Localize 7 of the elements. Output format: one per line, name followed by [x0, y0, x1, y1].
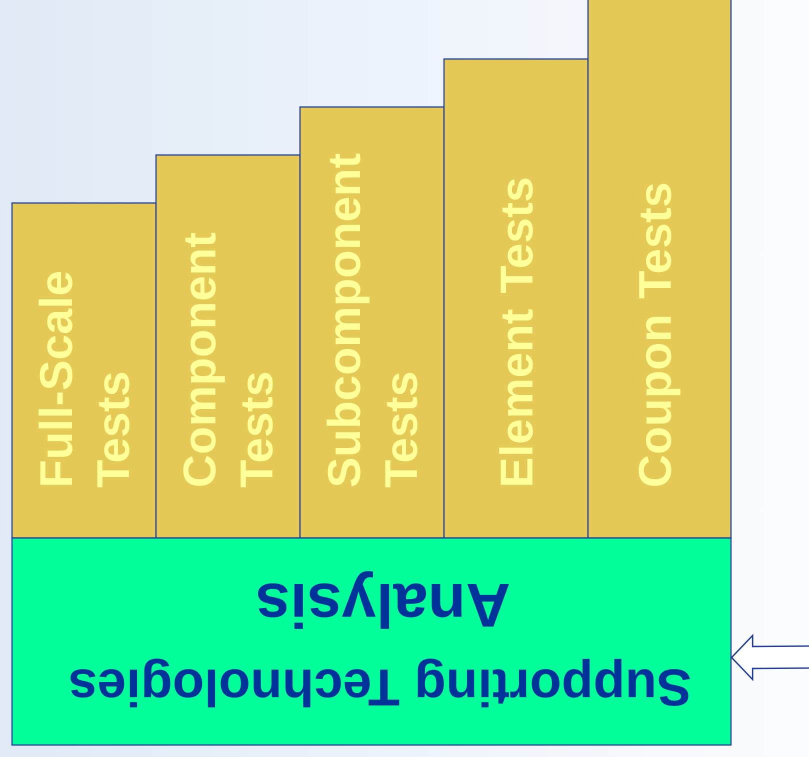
test-bar: Full-Scale Tests: [11, 202, 157, 539]
test-bar: Subcomponent Tests: [299, 106, 445, 539]
box-text: Analysis: [258, 571, 509, 629]
test-bar: Coupon Tests: [587, 0, 732, 539]
test-bar: Element Tests: [443, 58, 589, 539]
test-bar: Component Tests: [155, 154, 301, 539]
box-text: Supporting Technologies: [70, 658, 690, 708]
